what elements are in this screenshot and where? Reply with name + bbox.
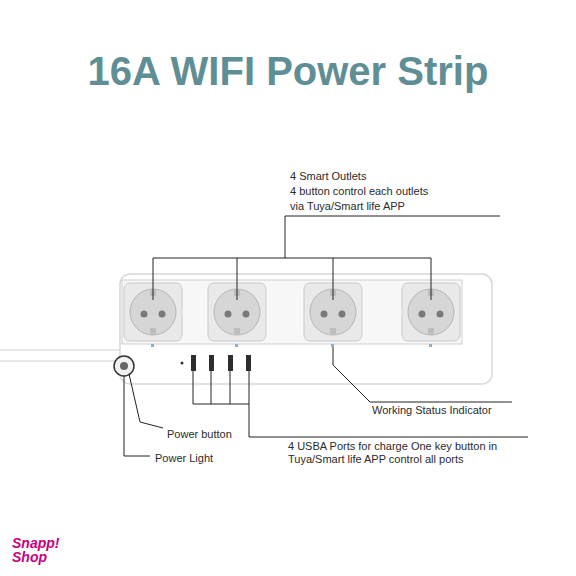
callout-text: Tuya/Smart life APP control all ports	[288, 453, 463, 466]
callout-text: Power button	[167, 428, 232, 441]
watermark: Shop	[12, 550, 47, 564]
diagram-title: 16A WIFI Power Strip	[0, 48, 576, 94]
callout-text: 4 button control each outlets	[290, 185, 428, 198]
callout-text: via Tuya/Smart life APP	[290, 200, 405, 213]
callout-text: 4 Smart Outlets	[290, 170, 366, 183]
callout-text: Power Light	[155, 452, 213, 465]
callout-text: Working Status Indicator	[372, 404, 492, 417]
watermark: Snapp!	[12, 536, 59, 550]
callout-text: 4 USBA Ports for charge One key button i…	[288, 440, 497, 453]
